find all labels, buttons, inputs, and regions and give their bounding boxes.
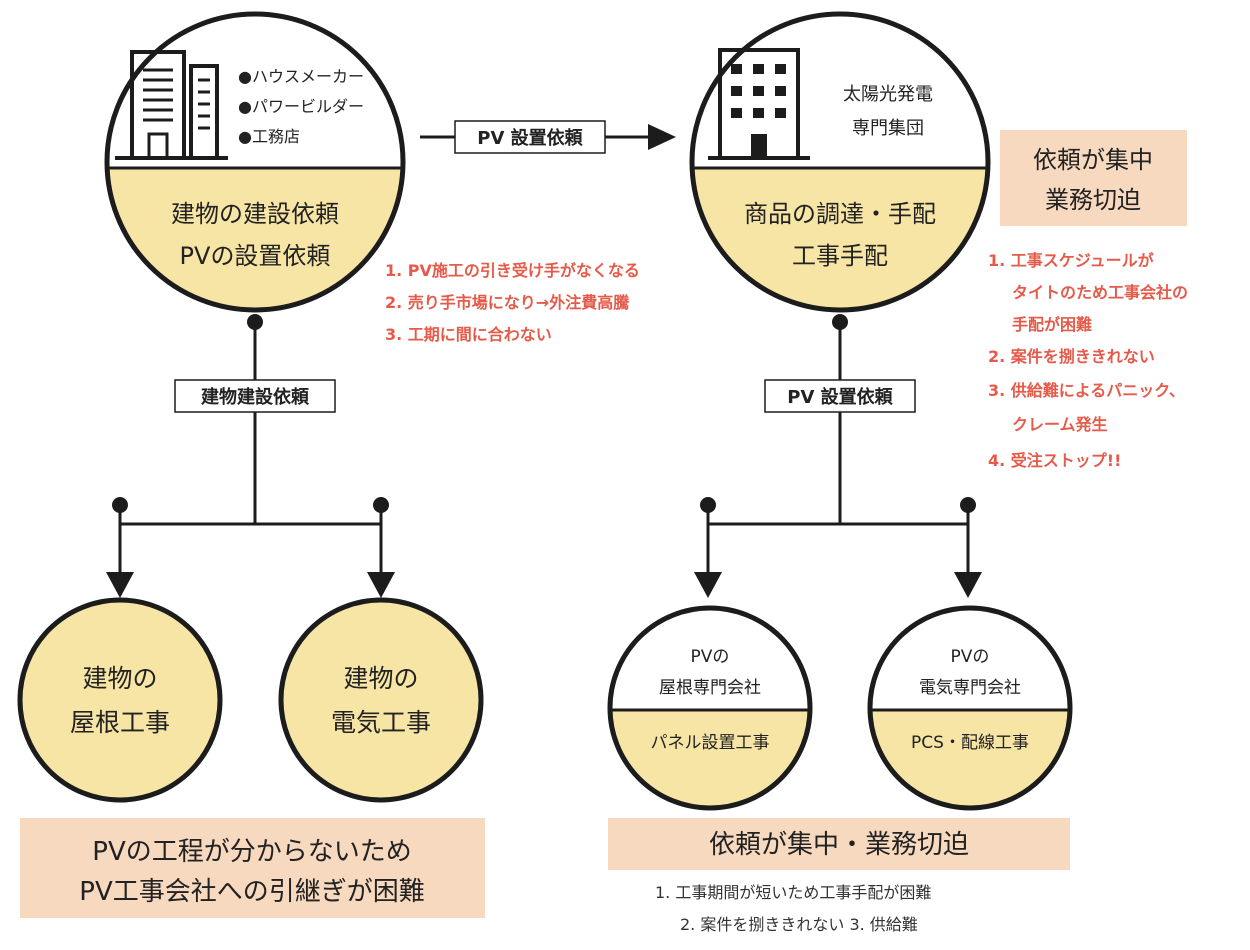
right-note-2: 2. 案件を捌ききれない 3. 供給難: [680, 915, 918, 934]
office-building-icon: [708, 48, 810, 160]
left-summary-line-2: PV工事会社への引継ぎが困難: [79, 877, 424, 907]
right-issue-1: 1. 工事スケジュールが: [988, 251, 1154, 270]
builder-bullet-3: ●工務店: [238, 127, 300, 146]
pv-electric-title-1: PVの: [951, 647, 990, 667]
right-note-1: 1. 工事期間が短いため工事手配が困難: [655, 883, 931, 902]
building-icon: [115, 50, 228, 160]
right-summary-label: 依頼が集中・業務切迫: [709, 830, 969, 860]
builder-bullet-2: ●パワービルダー: [238, 97, 364, 116]
roof-work-line-1: 建物の: [82, 664, 157, 693]
left-branch-label: 建物建設依頼: [201, 386, 310, 408]
pv-electric-body: PCS・配線工事: [911, 733, 1029, 753]
right-branch-label: PV 設置依頼: [787, 386, 893, 408]
right-issue-1c: 手配が困難: [1012, 315, 1092, 334]
electric-work-node: 建物の 電気工事: [278, 597, 484, 803]
right-issue-3b: クレーム発生: [1012, 415, 1108, 434]
left-issues-list: 1. PV施工の引き受け手がなくなる 2. 売り手市場になり→外注費高騰 3. …: [385, 261, 640, 344]
left-issue-2: 2. 売り手市場になり→外注費高騰: [385, 293, 630, 312]
left-tree: 建物建設依頼: [106, 314, 395, 598]
solar-group-title-2: 専門集団: [852, 118, 924, 139]
builder-body-line-2: PVの設置依頼: [180, 242, 331, 270]
electric-work-line-2: 電気工事: [331, 708, 431, 737]
arrow-right-icon: [648, 124, 676, 150]
left-issue-3: 3. 工期に間に合わない: [385, 325, 552, 344]
right-status-box: 依頼が集中 業務切迫: [1000, 130, 1187, 226]
pv-electric-company-node: PVの 電気専門会社 PCS・配線工事: [867, 605, 1073, 811]
roof-work-line-2: 屋根工事: [70, 708, 170, 737]
right-status-line-2: 業務切迫: [1045, 186, 1141, 214]
right-issue-4: 4. 受注ストップ!!: [988, 451, 1121, 470]
right-tree: PV 設置依頼: [694, 314, 982, 598]
left-summary-box: PVの工程が分からないため PV工事会社への引継ぎが困難: [20, 818, 485, 918]
right-summary-box: 依頼が集中・業務切迫: [608, 818, 1070, 870]
solar-group-body-2: 工事手配: [792, 242, 888, 270]
pv-roof-title-1: PVの: [691, 647, 730, 667]
builder-bullet-1: ●ハウスメーカー: [238, 67, 364, 86]
solar-group-body-1: 商品の調達・手配: [744, 200, 936, 228]
pv-install-request-arrow: PV 設置依頼: [420, 120, 676, 154]
arrow-down-icon: [106, 572, 134, 598]
arrow-down-icon: [954, 572, 982, 598]
right-status-line-1: 依頼が集中: [1033, 146, 1153, 174]
arrow-down-icon: [367, 572, 395, 598]
roof-work-node: 建物の 屋根工事: [17, 597, 223, 803]
electric-work-line-1: 建物の: [343, 664, 418, 693]
right-issue-3: 3. 供給難によるパニック、: [988, 381, 1185, 400]
right-issues-list: 1. 工事スケジュールが タイトのため工事会社の 手配が困難 2. 案件を捌きき…: [988, 251, 1188, 470]
builder-node: ●ハウスメーカー ●パワービルダー ●工務店 建物の建設依頼 PVの設置依頼: [104, 11, 406, 313]
pv-roof-body: パネル設置工事: [651, 733, 770, 753]
right-issue-1b: タイトのため工事会社の: [1012, 283, 1188, 302]
arrow-down-icon: [694, 572, 722, 598]
pv-electric-title-2: 電気専門会社: [919, 678, 1021, 698]
solar-group-node: 太陽光発電 専門集団 商品の調達・手配 工事手配: [689, 11, 991, 313]
arrow-label: PV 設置依頼: [477, 127, 583, 149]
left-summary-line-1: PVの工程が分からないため: [92, 837, 411, 867]
left-issue-1: 1. PV施工の引き受け手がなくなる: [385, 261, 640, 280]
pv-roof-company-node: PVの 屋根専門会社 パネル設置工事: [607, 605, 813, 811]
solar-group-title-1: 太陽光発電: [843, 84, 933, 105]
pv-roof-title-2: 屋根専門会社: [659, 678, 761, 698]
builder-body-line-1: 建物の建設依頼: [171, 200, 339, 228]
right-issue-2: 2. 案件を捌ききれない: [988, 347, 1155, 366]
